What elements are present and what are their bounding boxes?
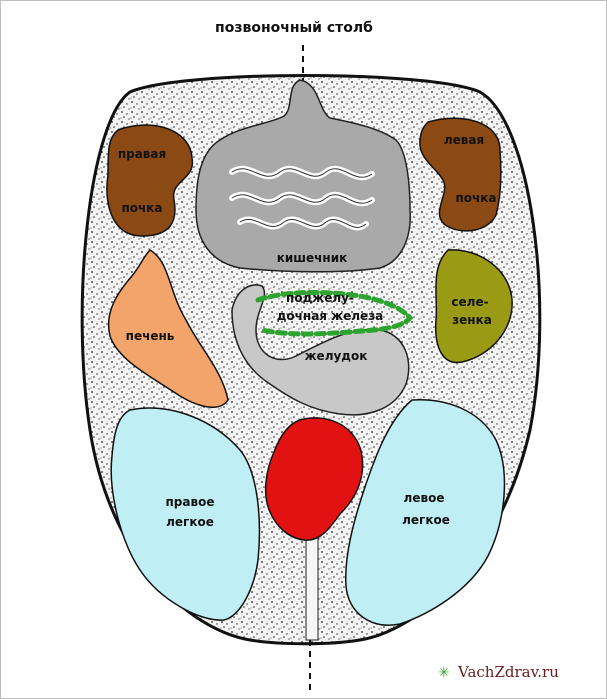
pancreas (255, 290, 414, 337)
label-right-kidney-line2: почка (121, 201, 162, 215)
label-left-lung-line2: легкое (402, 513, 450, 527)
liver (107, 249, 229, 408)
label-pancreas-line1: поджелу- (286, 291, 354, 305)
left-lung (344, 399, 506, 626)
heart (264, 417, 364, 541)
right-kidney (106, 124, 194, 237)
watermark: ✳ VachZdrav.ru (438, 663, 559, 681)
left-kidney (419, 117, 502, 232)
right-lung (110, 407, 261, 621)
label-right-lung-line2: легкое (166, 515, 214, 529)
watermark-text: VachZdrav.ru (457, 663, 559, 681)
label-left-kidney-line1: левая (444, 133, 484, 147)
spleen (434, 249, 513, 364)
label-left-kidney-line2: почка (455, 191, 496, 205)
label-stomach: желудок (305, 349, 368, 363)
intestine-loops-outline (231, 168, 373, 228)
label-spine: позвоночный столб (215, 20, 373, 36)
label-left-lung-line1: левое (404, 491, 445, 505)
label-intestine: кишечник (277, 251, 348, 265)
leaf-icon: ✳ (438, 665, 450, 681)
label-spleen-line2: зенка (452, 313, 492, 327)
label-right-kidney-line1: правая (118, 147, 166, 161)
label-right-lung-line1: правое (166, 495, 215, 509)
label-liver: печень (126, 329, 175, 343)
label-pancreas-line2: дочная железа (277, 309, 384, 323)
label-spleen-line1: селе- (451, 295, 488, 309)
